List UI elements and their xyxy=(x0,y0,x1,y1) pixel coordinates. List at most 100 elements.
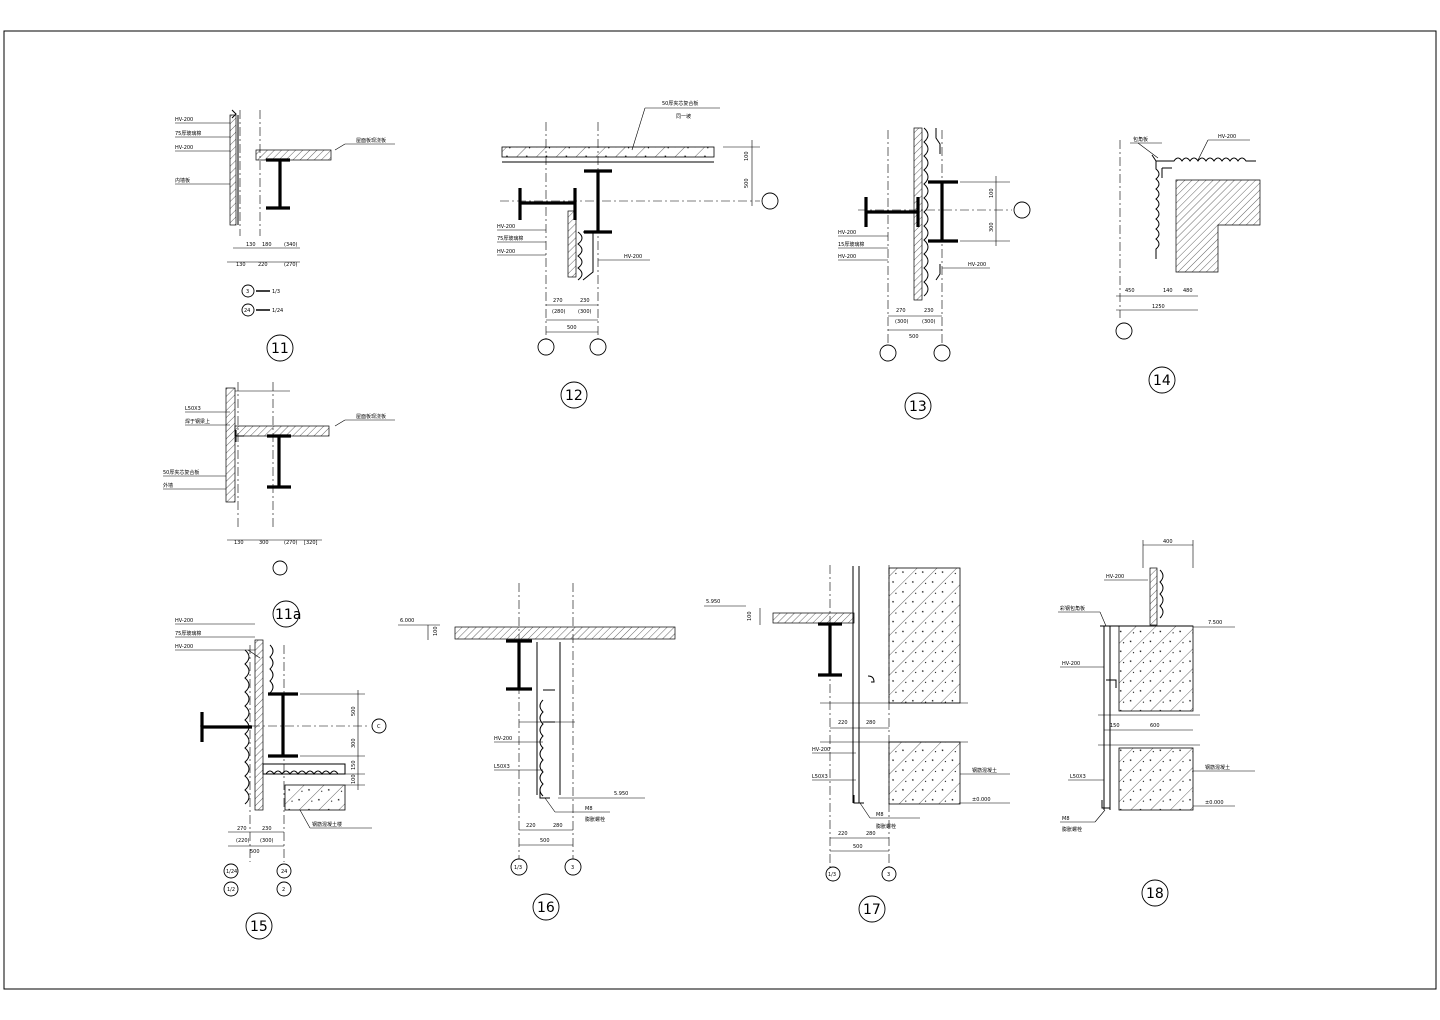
dim-15-6: (220) xyxy=(236,838,249,844)
label-14-0: 包角板 xyxy=(1133,136,1148,143)
dim-11a-1: 300 xyxy=(259,540,269,546)
axis-15-0: C xyxy=(377,724,381,730)
label-17-2: L50X3 xyxy=(812,774,828,780)
axis-16-0: 1/3 xyxy=(514,865,522,871)
dim-14-3: 1250 xyxy=(1152,304,1165,310)
detail-number-16: 16 xyxy=(537,900,555,916)
label-17-6: ±0.000 xyxy=(972,797,991,803)
dim-18-0: 400 xyxy=(1163,539,1173,545)
axis-11-3: 1/24 xyxy=(272,308,283,314)
dim-16-1: 220 xyxy=(526,823,536,829)
detail-number-14: 14 xyxy=(1153,373,1171,389)
axis-15-1: 1/24 xyxy=(226,869,237,875)
axis-15-3: 1/2 xyxy=(227,887,235,893)
label-18-7: 7.500 xyxy=(1208,620,1222,626)
label-11-2: HV-200 xyxy=(175,145,193,151)
dim-15-2: 150 xyxy=(351,760,357,770)
label-18-1: 彩钢包角板 xyxy=(1060,605,1085,612)
dim-17-2: 280 xyxy=(866,720,876,726)
label-18-6: 钢筋混凝土 xyxy=(1205,764,1230,771)
dim-14-2: 480 xyxy=(1183,288,1193,294)
label-11-3: 内墙板 xyxy=(175,177,190,184)
dim-14-0: 450 xyxy=(1125,288,1135,294)
label-17-0: 5.950 xyxy=(706,599,720,605)
dim-13-6: 500 xyxy=(909,334,919,340)
sheet-border xyxy=(3,30,1437,990)
dim-15-5: 230 xyxy=(262,826,272,832)
label-16-2: L50X3 xyxy=(494,764,510,770)
dim-17-4: 280 xyxy=(866,831,876,837)
label-18-2: HV-200 xyxy=(1062,661,1080,667)
label-15-3: 钢筋混凝土楼 xyxy=(312,821,342,828)
label-12-0: 50厚夹芯复合板 xyxy=(662,100,698,107)
label-13-1: 15厚玻璃棉 xyxy=(838,241,864,248)
dim-12-3: 230 xyxy=(580,298,590,304)
dim-15-8: 500 xyxy=(250,849,260,855)
dim-13-1: 300 xyxy=(989,222,995,232)
dim-17-5: 500 xyxy=(853,844,863,850)
detail-11a: L50X3 焊于钢梁上 50厚夹芯复合板 外墙 屋面板现浇板 130 300 (… xyxy=(163,382,395,628)
label-18-8: ±0.000 xyxy=(1205,800,1224,806)
label-17-5: 钢筋混凝土 xyxy=(972,767,997,774)
dim-11-3: (340) xyxy=(284,242,297,248)
axis-17-0: 1/3 xyxy=(828,872,836,878)
detail-12: 50厚夹芯复合板 同一坡 HV-200 75厚玻璃棉 HV-200 HV-200… xyxy=(497,100,779,409)
dim-15-7: (300) xyxy=(260,838,273,844)
detail-18: 400 HV-200 彩钢包角板 HV-200 7.500 150 600 L5… xyxy=(1058,539,1255,907)
label-11-0: HV-200 xyxy=(175,117,193,123)
dim-18-1: 150 xyxy=(1110,723,1120,729)
dim-11a-2: (270) xyxy=(284,540,297,546)
detail-number-11a: 11a xyxy=(275,607,301,623)
label-11a-1: 焊于钢梁上 xyxy=(185,418,210,425)
axis-11-2: 24 xyxy=(244,308,250,314)
dim-12-2: 270 xyxy=(553,298,563,304)
label-11a-0: L50X3 xyxy=(185,406,201,412)
dim-13-0: 100 xyxy=(989,188,995,198)
dim-16-3: 500 xyxy=(540,838,550,844)
label-16-4: 膨胀螺栓 xyxy=(585,816,605,823)
dim-11-4: (270) xyxy=(284,262,297,268)
label-12-2: HV-200 xyxy=(497,224,515,230)
dim-14-1: 140 xyxy=(1163,288,1173,294)
label-18-0: HV-200 xyxy=(1106,574,1124,580)
label-12-3: 75厚玻璃棉 xyxy=(497,235,523,242)
detail-number-11: 11 xyxy=(271,341,289,357)
label-15-2: HV-200 xyxy=(175,644,193,650)
dim-15-3: 100 xyxy=(351,774,357,784)
label-17-4: 膨胀螺栓 xyxy=(876,823,896,830)
dim-12-5: (300) xyxy=(578,309,591,315)
dim-12-1: 500 xyxy=(744,178,750,188)
dim-16-0: 100 xyxy=(433,626,439,636)
label-16-1: HV-200 xyxy=(494,736,512,742)
dim-15-1: 300 xyxy=(351,738,357,748)
axis-16-1: 3 xyxy=(571,865,574,871)
label-17-3: M8 xyxy=(876,812,884,818)
dim-17-1: 220 xyxy=(838,720,848,726)
detail-11: HV-200 75厚玻璃棉 HV-200 内墙板 屋面板现浇板 130 180 … xyxy=(175,109,395,362)
dim-11-1: 180 xyxy=(262,242,272,248)
dim-11-0b: 130 xyxy=(236,262,246,268)
axis-15-4: 2 xyxy=(282,887,285,893)
dim-12-0: 100 xyxy=(744,151,750,161)
label-13-2: HV-200 xyxy=(838,254,856,260)
dim-11a-0: 130 xyxy=(234,540,244,546)
label-13-3: HV-200 xyxy=(968,262,986,268)
dim-13-5: (300) xyxy=(922,319,935,325)
detail-number-13: 13 xyxy=(909,399,927,415)
detail-16: 6.000 100 HV-200 L50X3 5.950 M8 膨胀螺栓 220… xyxy=(398,583,676,921)
detail-15: HV-200 75厚玻璃棉 HV-200 钢筋混凝土楼 500 300 150 … xyxy=(175,618,387,940)
dim-17-3: 220 xyxy=(838,831,848,837)
detail-17: 5.950 100 220 280 HV-200 L50X3 钢筋混凝土 ±0.… xyxy=(704,565,1010,923)
label-11-1: 75厚玻璃棉 xyxy=(175,130,201,137)
axis-15-2: 24 xyxy=(281,869,287,875)
detail-number-12: 12 xyxy=(565,388,583,404)
label-13-0: HV-200 xyxy=(838,230,856,236)
detail-number-15: 15 xyxy=(250,919,268,935)
label-11a-2: 50厚夹芯复合板 xyxy=(163,469,199,476)
dim-13-3: 230 xyxy=(924,308,934,314)
dim-11a-3: [320] xyxy=(304,540,317,546)
label-15-1: 75厚玻璃棉 xyxy=(175,630,201,637)
dim-13-2: 270 xyxy=(896,308,906,314)
detail-13: HV-200 15厚玻璃棉 HV-200 HV-200 100 300 270 … xyxy=(838,127,1031,420)
